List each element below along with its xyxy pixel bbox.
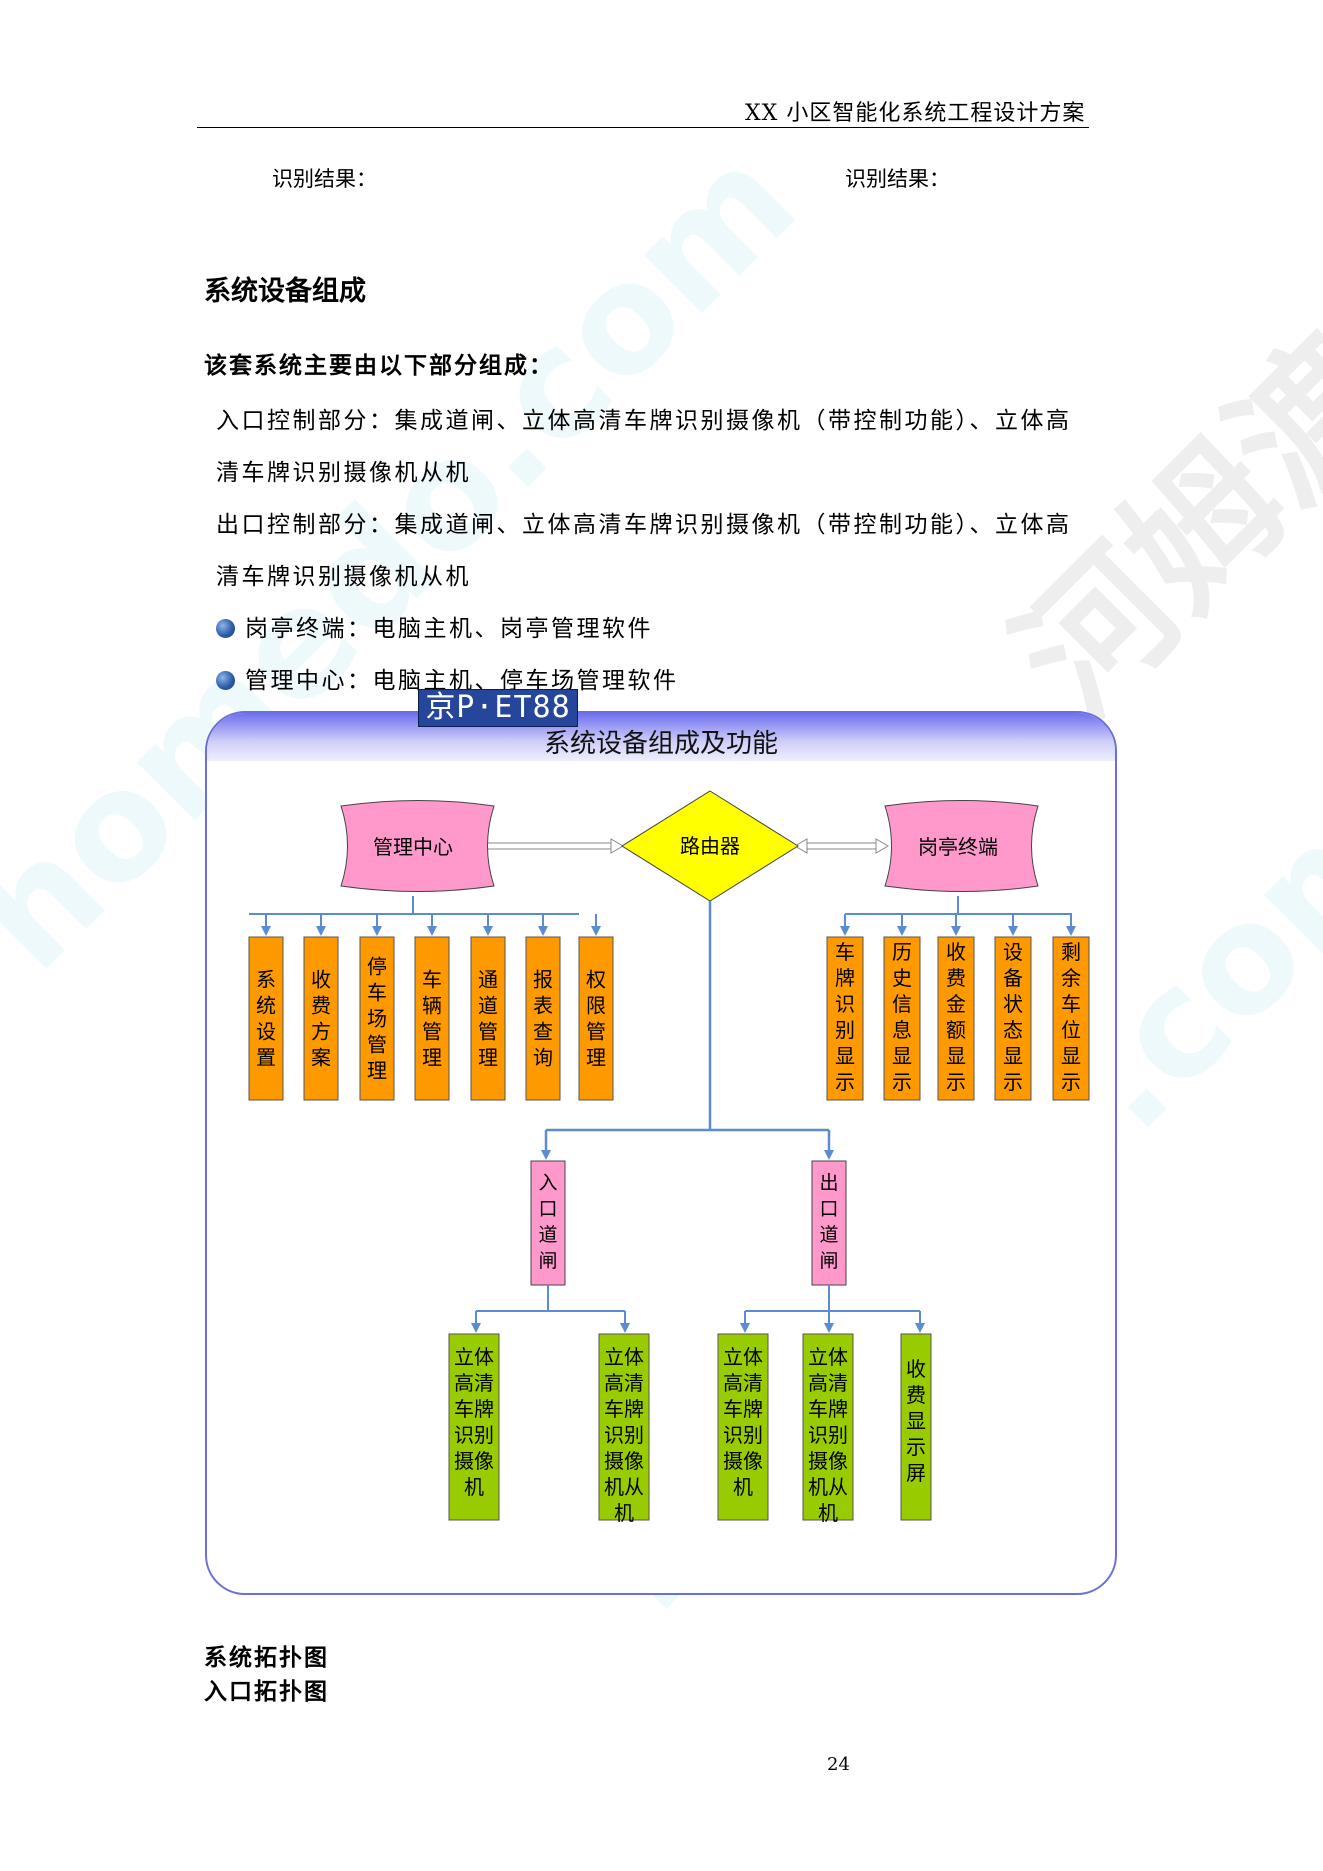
mgmt-item-3-box: [359, 936, 395, 1101]
mgmt-item-2-box: [303, 936, 339, 1101]
exit-device-2-label: 立体高清车牌识别摄像机从机: [808, 1345, 848, 1525]
booth-item-5: 剩余车位显示: [1052, 936, 1090, 1101]
mgmt-item-4: 车辆管理: [414, 936, 450, 1101]
entry-gate-label: 入口道闸: [538, 1172, 557, 1272]
entry-control-line-2: 清车牌识别摄像机从机: [216, 460, 471, 486]
mgmt-item-1: 系统设置: [248, 936, 284, 1101]
router-booth-connector: [794, 838, 889, 854]
booth-item-4: 设备状态显示: [994, 936, 1032, 1101]
booth-item-3: 收费金额显示: [937, 936, 975, 1101]
exit-device-3: 收费显示屏: [900, 1333, 932, 1521]
mgmt-item-6-label: 报表查询: [533, 968, 553, 1070]
router-label: 路由器: [680, 834, 740, 858]
mgmt-item-1-box: [248, 936, 284, 1101]
booth-item-5-box: [1052, 936, 1090, 1101]
mgmt-item-5-label: 通道管理: [478, 968, 498, 1070]
page-header-title: XX 小区智能化系统工程设计方案: [745, 101, 1086, 126]
booth-item-3-label: 收费金额显示: [946, 940, 966, 1094]
mgmt-item-6: 报表查询: [525, 936, 561, 1101]
exit-device-1: 立体高清车牌识别摄像机: [717, 1333, 769, 1521]
entry-control-line-1: 入口控制部分：集成道闸、立体高清车牌识别摄像机（带控制功能）、立体高: [216, 408, 1072, 434]
exit-device-2: 立体高清车牌识别摄像机从机: [802, 1333, 854, 1525]
caption-system-topology: 系统拓扑图: [204, 1644, 329, 1671]
booth-item-5-label: 剩余车位显示: [1061, 940, 1081, 1094]
entry-device-lines: [476, 1285, 625, 1312]
bullet-booth-terminal: 岗亭终端：电脑主机、岗亭管理软件: [216, 609, 653, 643]
entry-device-2-label: 立体高清车牌识别摄像机从机: [604, 1345, 644, 1525]
mgmt-item-5: 通道管理: [470, 936, 506, 1101]
exit-device-3-box: [900, 1333, 932, 1521]
router-gate-lines: [541, 901, 834, 1160]
exit-gate-label: 出口道闸: [819, 1172, 838, 1272]
recognition-result-right: 识别结果：: [845, 167, 950, 191]
exit-device-1-box: [717, 1333, 769, 1521]
exit-control-line-2: 清车牌识别摄像机从机: [216, 564, 471, 590]
bullet-icon: [216, 619, 235, 638]
entry-device-1: 立体高清车牌识别摄像机: [448, 1333, 500, 1521]
mgmt-router-connector: [474, 838, 624, 854]
mgmt-items-group: 系统设置 收费方案 停车场管理 车辆管理 通道管理 报表查询 权限管理: [248, 914, 614, 1101]
page-number: 24: [827, 1754, 850, 1775]
entry-device-1-label: 立体高清车牌识别摄像机: [454, 1345, 494, 1499]
mgmt-item-4-label: 车辆管理: [422, 968, 442, 1070]
booth-item-2-label: 历史信息显示: [892, 940, 912, 1094]
booth-item-2-box: [883, 936, 921, 1101]
management-center-node: 管理中心: [340, 800, 495, 892]
booth-terminal-label: 岗亭终端: [918, 835, 998, 859]
bullet-text: 岗亭终端：电脑主机、岗亭管理软件: [245, 616, 653, 642]
management-center-label: 管理中心: [373, 835, 453, 859]
bullet-icon: [216, 671, 235, 690]
router-node: 路由器: [621, 790, 799, 902]
mgmt-item-1-label: 系统设置: [256, 968, 276, 1070]
exit-device-2-box: [802, 1333, 854, 1521]
mgmt-item-6-box: [525, 936, 561, 1101]
recognition-result-left: 识别结果：: [272, 167, 377, 191]
entry-device-2: 立体高清车牌识别摄像机从机: [598, 1333, 650, 1525]
mgmt-branch-lines: [249, 896, 579, 915]
mgmt-item-2-label: 收费方案: [311, 968, 331, 1070]
booth-item-3-box: [937, 936, 975, 1101]
diagram-svg: 管理中心 路由器 岗亭终端 系统设置 收费方案 停车场管理 车辆管理 通道管理 报表查询 权…: [248, 790, 1090, 1525]
diagram-title-bar: [207, 713, 1115, 761]
mgmt-item-3-label: 停车场管理: [367, 955, 387, 1083]
booth-item-1-label: 车牌识别显示: [835, 940, 855, 1094]
mgmt-item-4-box: [414, 936, 450, 1101]
exit-device-1-label: 立体高清车牌识别摄像机: [723, 1345, 763, 1499]
device-items-group: 立体高清车牌识别摄像机 立体高清车牌识别摄像机从机 立体高清车牌识别摄像机 立体高清车…: [448, 1311, 932, 1525]
booth-terminal-node: 岗亭终端: [884, 800, 1039, 892]
booth-item-1: 车牌识别显示: [826, 936, 864, 1101]
diagram-title: 系统设备组成及功能: [543, 729, 778, 759]
exit-device-lines: [745, 1285, 920, 1312]
booth-item-4-label: 设备状态显示: [1003, 940, 1023, 1094]
mgmt-item-2: 收费方案: [303, 936, 339, 1101]
mgmt-item-7: 权限管理: [578, 936, 614, 1101]
header-divider: [197, 127, 1089, 128]
caption-entry-topology: 入口拓扑图: [204, 1678, 329, 1705]
license-plate-image: 京P·ET88: [418, 689, 578, 727]
section-title: 系统设备组成: [204, 276, 366, 307]
mgmt-item-5-box: [470, 936, 506, 1101]
booth-items-group: 车牌识别显示 历史信息显示 收费金额显示 设备状态显示 剩余车位显示: [826, 914, 1090, 1101]
booth-item-2: 历史信息显示: [883, 936, 921, 1101]
exit-gate-node: 出口道闸: [811, 1160, 847, 1286]
booth-branch-lines: [845, 896, 1072, 915]
entry-device-1-box: [448, 1333, 500, 1521]
section-subtitle: 该套系统主要由以下部分组成：: [204, 352, 554, 379]
mgmt-item-7-label: 权限管理: [586, 968, 606, 1070]
exit-control-line-1: 出口控制部分：集成道闸、立体高清车牌识别摄像机（带控制功能）、立体高: [216, 512, 1072, 538]
booth-item-4-box: [994, 936, 1032, 1101]
entry-gate-node: 入口道闸: [530, 1160, 566, 1286]
entry-device-2-box: [598, 1333, 650, 1521]
mgmt-item-3: 停车场管理: [359, 936, 395, 1101]
booth-item-1-box: [826, 936, 864, 1101]
mgmt-item-7-box: [578, 936, 614, 1101]
exit-device-3-label: 收费显示屏: [906, 1357, 926, 1485]
